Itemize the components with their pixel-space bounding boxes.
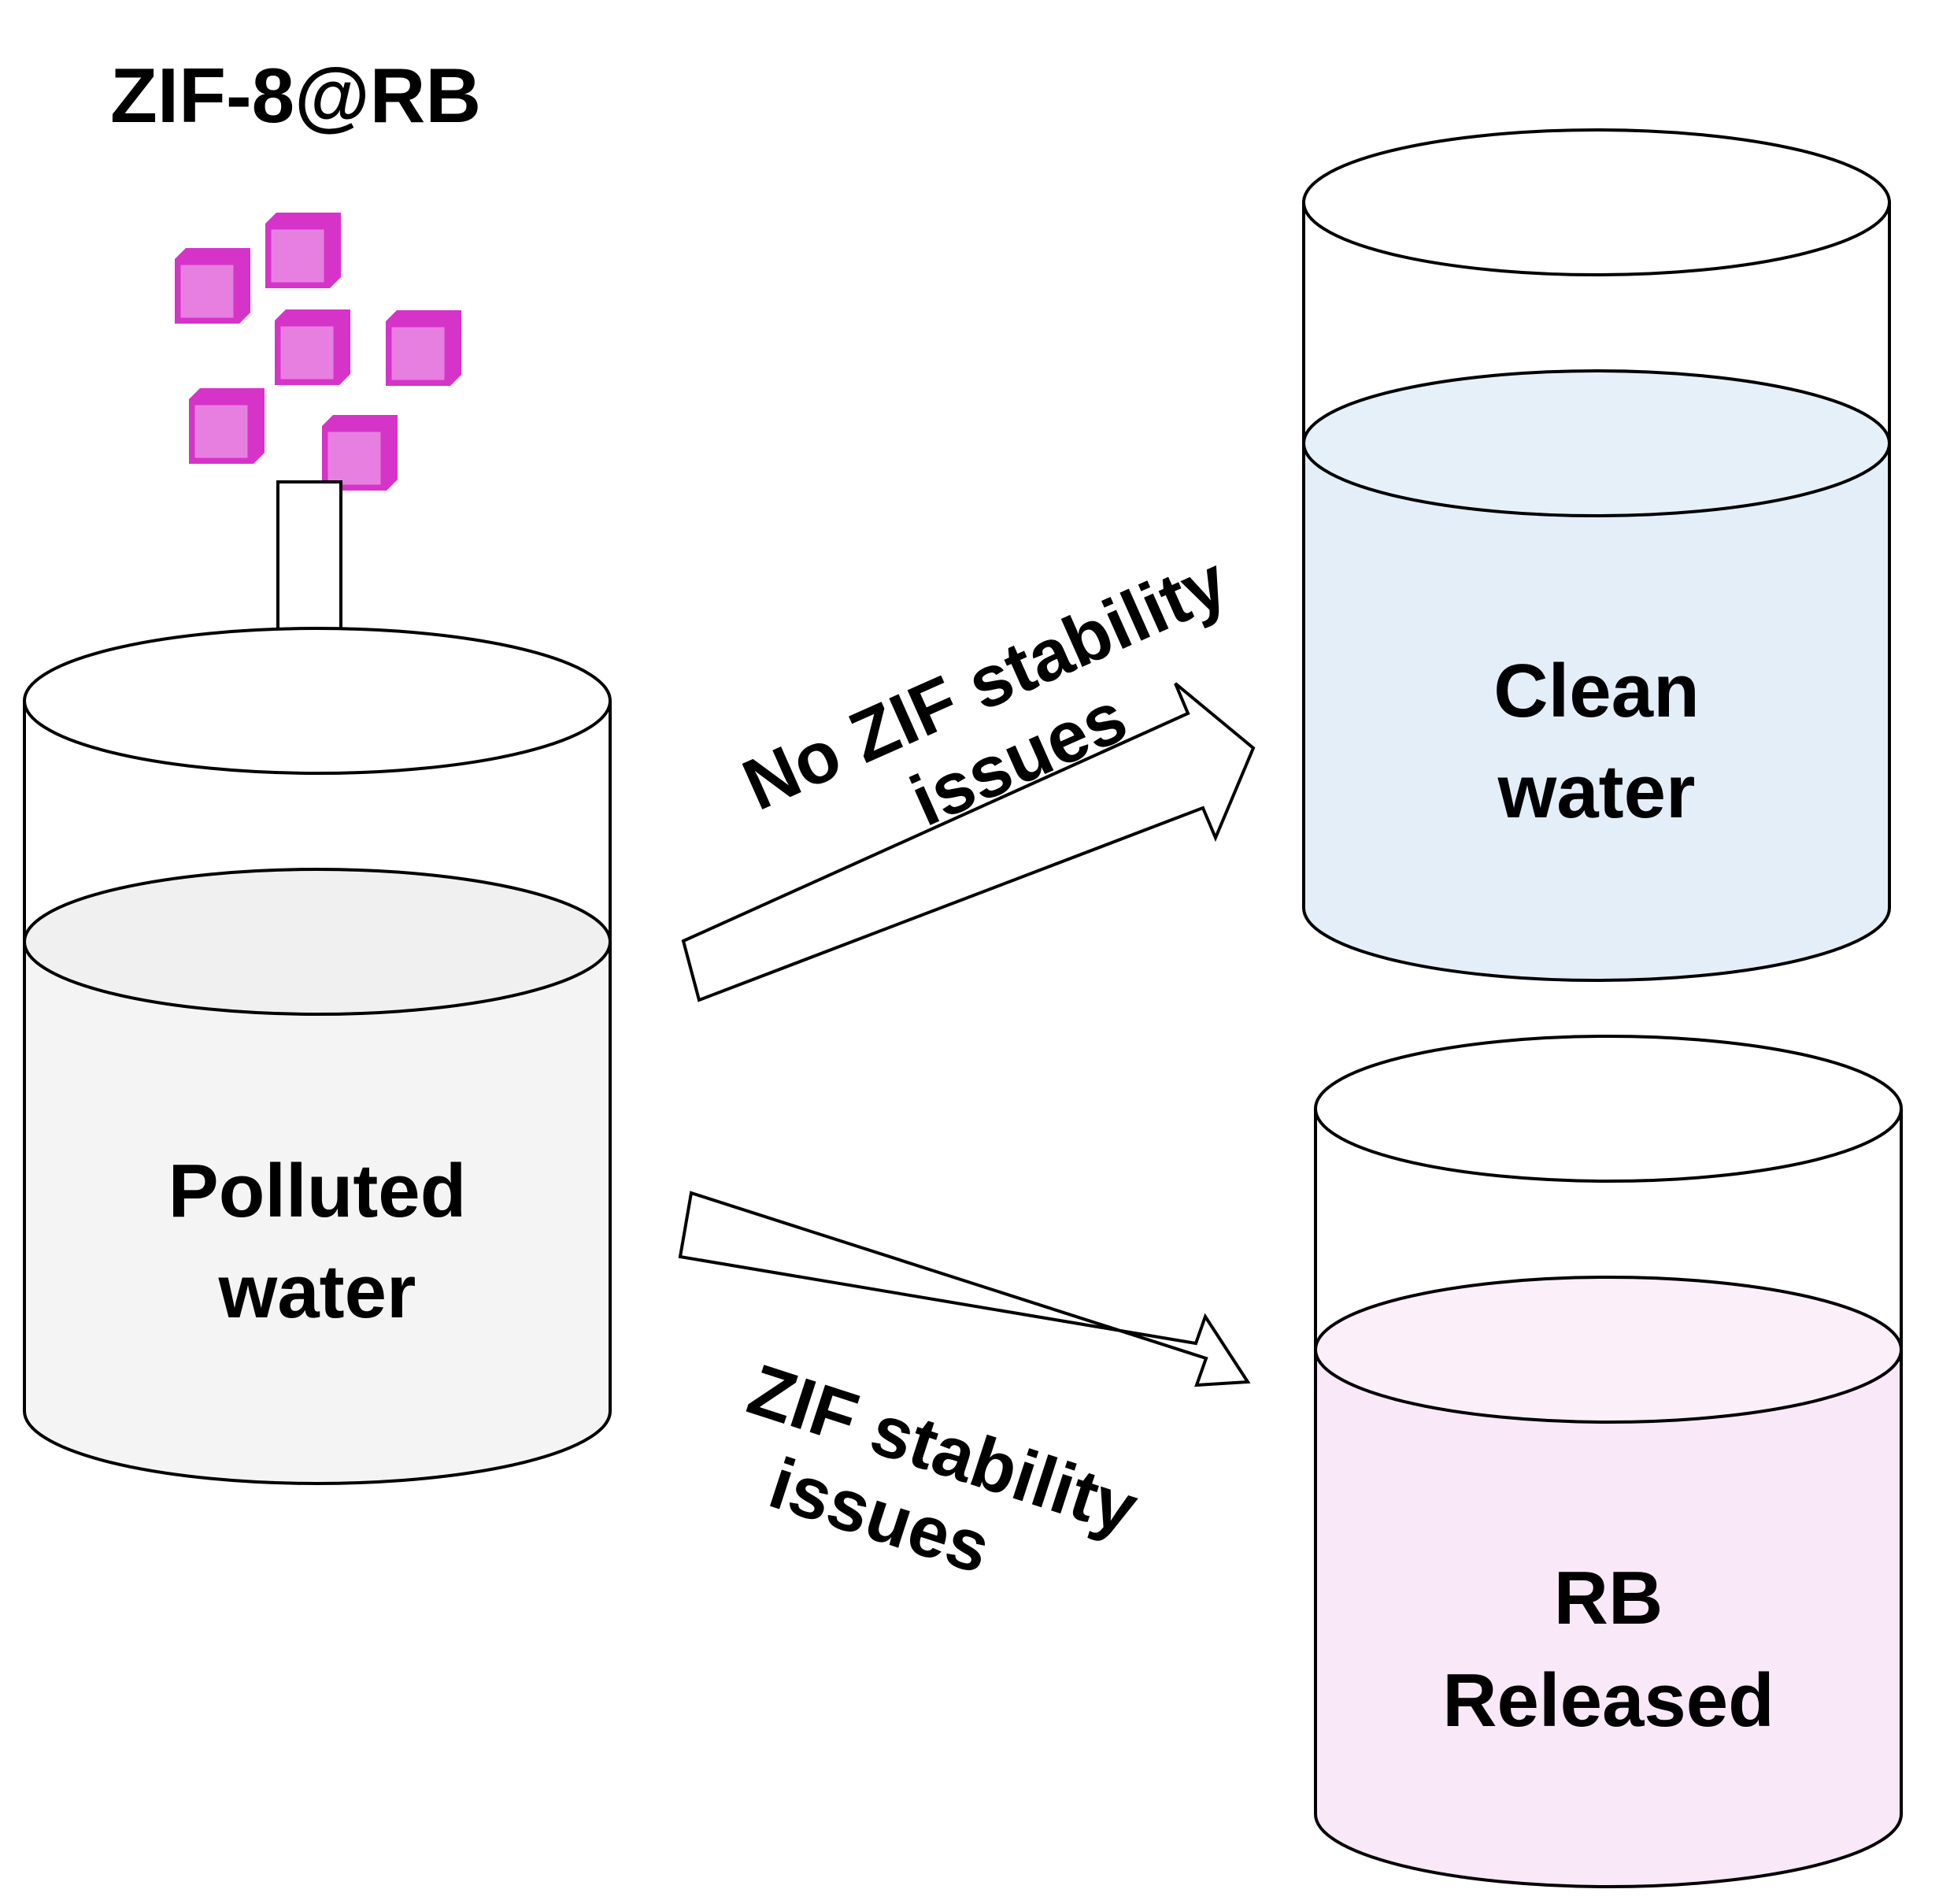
- polluted-liquid-body: [23, 940, 612, 1485]
- zif8-rb-cube: [275, 309, 350, 385]
- released-beaker-rim: [1314, 1035, 1903, 1183]
- polluted-water-label-line2: water: [218, 1250, 416, 1334]
- zif8-rb-particles: [175, 213, 461, 491]
- clean-water-beaker: Clean water: [1302, 128, 1891, 982]
- cube-face: [192, 402, 250, 461]
- released-liquid-body: [1314, 1348, 1903, 1888]
- cube-face: [268, 227, 327, 285]
- cube-face: [389, 324, 447, 383]
- zif8-rb-cube: [322, 415, 398, 491]
- zif8-rb-cube: [386, 310, 461, 386]
- polluted-beaker-rim: [23, 627, 612, 775]
- rb-released-label-line1: RB: [1554, 1556, 1663, 1640]
- cube-face: [178, 262, 236, 320]
- released-liquid-surface: [1314, 1276, 1903, 1424]
- zif8-rb-cube: [189, 388, 265, 464]
- unstable-path-arrow: [678, 1191, 1251, 1387]
- clean-liquid-surface: [1302, 369, 1891, 517]
- polluted-liquid-surface: [23, 868, 612, 1016]
- zif8-rb-cube: [265, 213, 341, 288]
- clean-water-label-line2: water: [1497, 750, 1696, 834]
- zif8-rb-cube: [175, 248, 250, 324]
- clean-liquid-body: [1302, 442, 1891, 982]
- diagram-title: ZIF-8@RB: [110, 52, 481, 139]
- cube-face: [325, 429, 383, 487]
- polluted-water-label-line1: Polluted: [168, 1149, 467, 1233]
- rb-released-beaker: RB Released: [1314, 1035, 1903, 1888]
- clean-beaker-rim: [1302, 128, 1891, 276]
- clean-water-label-line1: Clean: [1493, 649, 1699, 733]
- rb-released-label-line2: Released: [1442, 1658, 1774, 1743]
- stable-path-arrow: [681, 682, 1256, 1002]
- cube-face: [278, 324, 336, 382]
- polluted-water-beaker: Polluted water: [23, 627, 612, 1485]
- unstable-path-label: ZIF stability issues: [739, 1350, 1147, 1590]
